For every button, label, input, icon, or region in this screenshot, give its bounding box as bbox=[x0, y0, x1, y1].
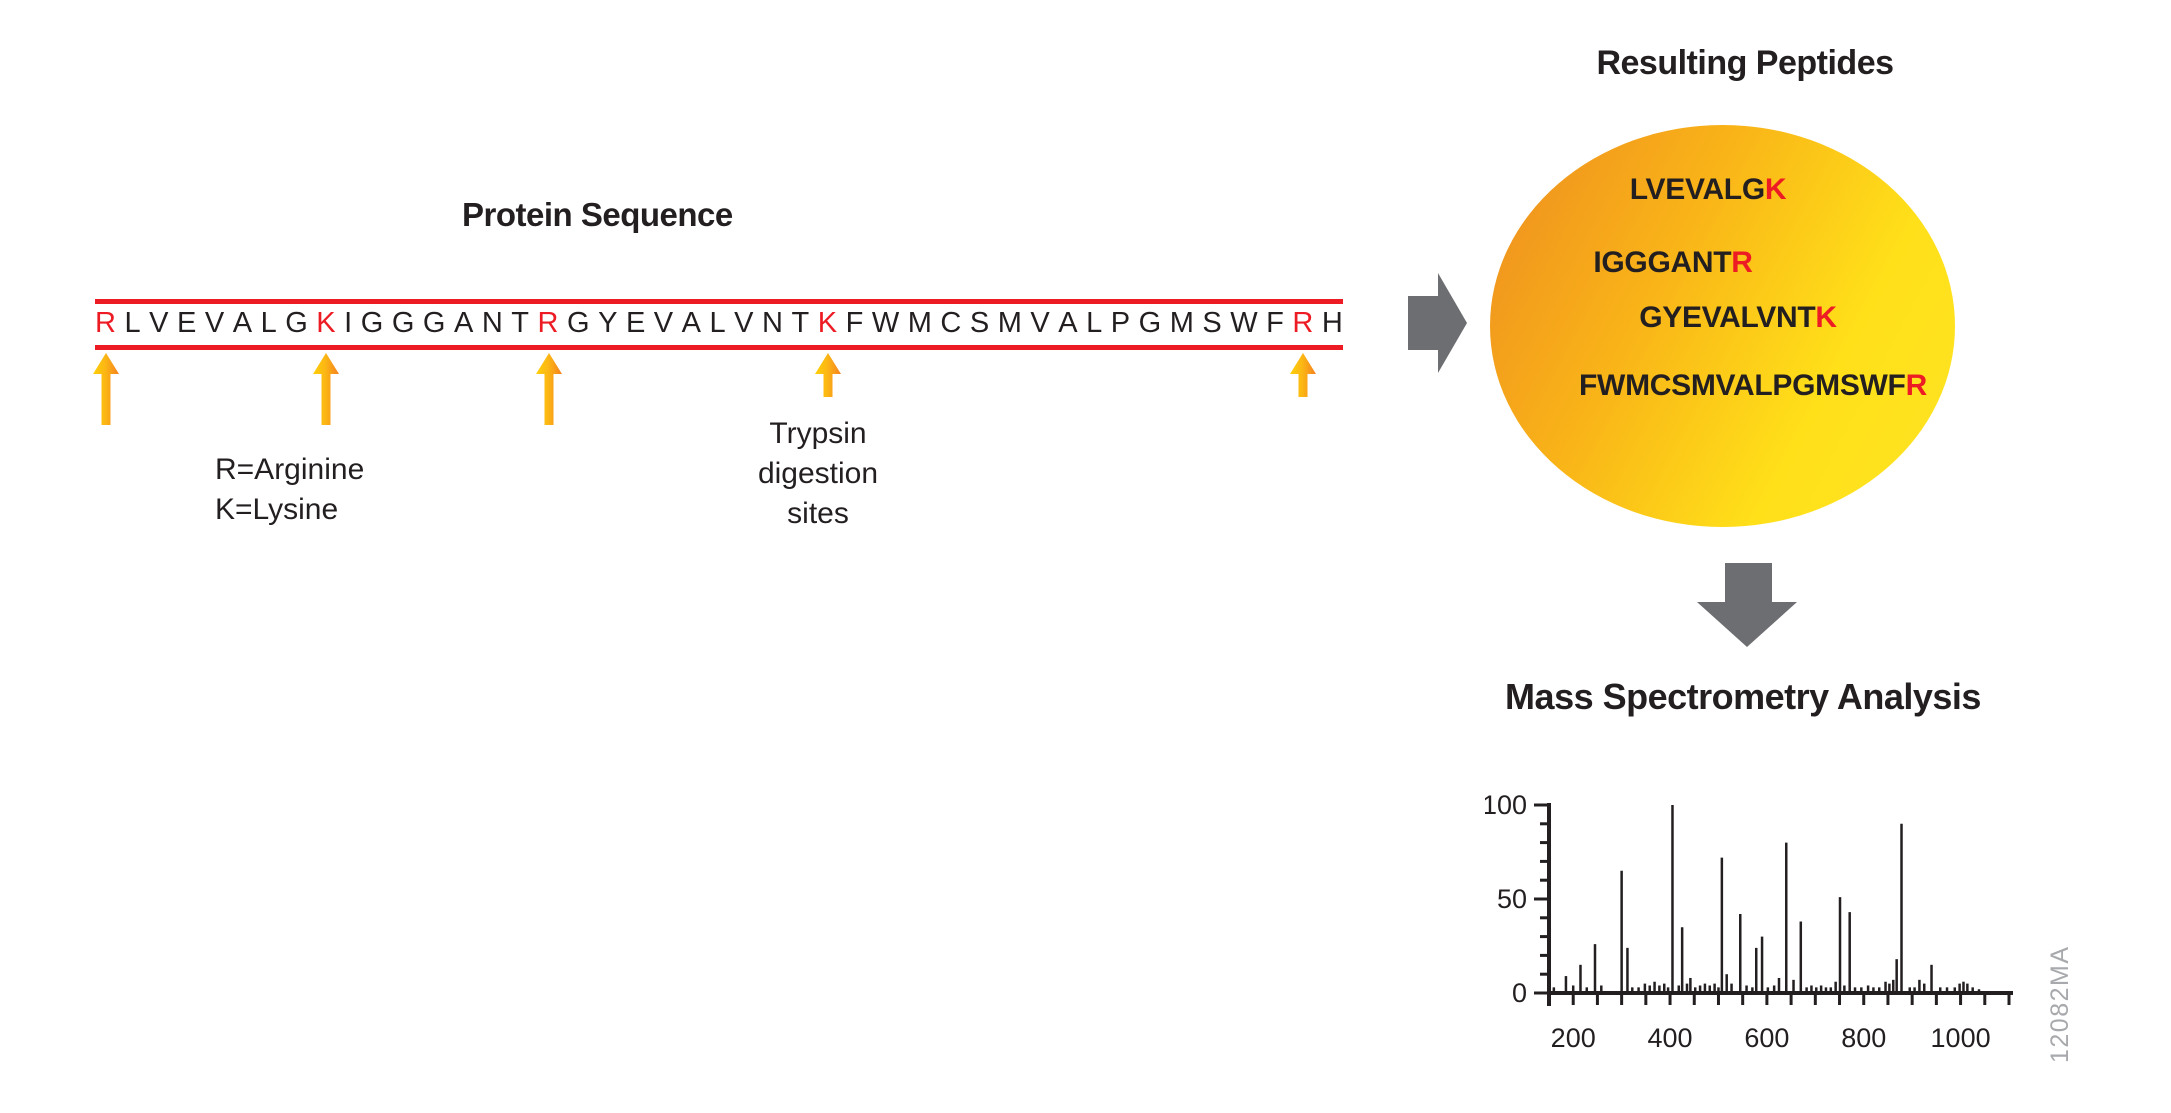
mass-spectrum-chart: 200 400 600 800 1000 0 50 100 bbox=[1485, 790, 2013, 1053]
sequence-residue: E bbox=[176, 307, 197, 339]
trypsin-site-arrow-icon bbox=[535, 353, 562, 425]
sequence-residue: Y bbox=[598, 307, 618, 339]
legend-arginine: R=Arginine bbox=[215, 453, 365, 486]
sequence-residue: L bbox=[709, 307, 726, 339]
peptides-bubble: LVEVALGK IGGGANTR GYEVALVNTK FWMCSMVALPG… bbox=[1490, 125, 1955, 527]
sequence-residue: G bbox=[391, 307, 415, 339]
sequence-residue: L bbox=[260, 307, 277, 339]
sequence-residue: A bbox=[232, 307, 253, 339]
peptide-cleavage-residue: R bbox=[1905, 369, 1928, 402]
axis-tick-label: 400 bbox=[1648, 1023, 1693, 1053]
peptide-body: FWMCSMVALPGMSWF bbox=[1579, 369, 1906, 402]
sequence-residue: N bbox=[762, 307, 783, 339]
sequence-residue: W bbox=[1230, 307, 1258, 339]
axis-tick-label: 100 bbox=[1485, 790, 1527, 820]
protein-sequence-title: Protein Sequence bbox=[462, 196, 733, 233]
sequence-residue: E bbox=[625, 307, 646, 339]
sequence-residue: H bbox=[1321, 307, 1343, 339]
sequence-residue: G bbox=[285, 307, 308, 339]
resulting-peptides-title: Resulting Peptides bbox=[1596, 44, 1894, 82]
sequence-top-rule bbox=[95, 299, 1343, 304]
residue-legend: R=Arginine K=Lysine bbox=[215, 450, 364, 530]
sequence-residue: G bbox=[567, 307, 590, 339]
sequence-residue: V bbox=[1030, 307, 1050, 339]
axis-tick-label: 0 bbox=[1512, 978, 1527, 1008]
trypsin-digestion-sites-label: Trypsin digestion sites bbox=[757, 417, 879, 530]
axis-tick-label: 200 bbox=[1551, 1023, 1596, 1053]
sequence-residue: R bbox=[537, 307, 559, 339]
sequence-residue: G bbox=[360, 307, 384, 339]
peptide-body: LVEVALG bbox=[1629, 173, 1765, 206]
sequence-residue: G bbox=[1138, 307, 1162, 339]
sequence-residue: L bbox=[124, 307, 141, 339]
peptide-body: IGGGANT bbox=[1593, 246, 1732, 279]
sequence-residue: V bbox=[653, 307, 674, 339]
sequence-residue: M bbox=[997, 307, 1022, 339]
peptide-line: IGGGANTR bbox=[1593, 246, 1753, 280]
peptide-line: LVEVALGK bbox=[1630, 173, 1787, 207]
sequence-residue: W bbox=[871, 307, 900, 339]
sequence-residue: V bbox=[734, 307, 754, 339]
sequence-residue: F bbox=[1266, 307, 1284, 339]
sequence-residue: A bbox=[681, 307, 701, 339]
peptide-cleavage-residue: K bbox=[1815, 301, 1837, 334]
sequence-residue: G bbox=[422, 307, 446, 339]
axis-tick-label: 600 bbox=[1744, 1023, 1789, 1053]
sequence-bottom-rule bbox=[95, 345, 1343, 350]
sequence-residue: M bbox=[1169, 307, 1194, 339]
peptide-cleavage-residue: K bbox=[1764, 173, 1787, 206]
sequence-residue: T bbox=[511, 307, 530, 339]
trypsin-site-arrow-icon bbox=[312, 353, 339, 425]
sequence-residue: S bbox=[969, 307, 990, 339]
legend-lysine: K=Lysine bbox=[215, 493, 339, 526]
sequence-residue: S bbox=[1202, 307, 1222, 339]
sequence-residue: M bbox=[907, 307, 932, 339]
trypsin-site-arrow-icon bbox=[814, 353, 841, 397]
peptide-cleavage-residue: R bbox=[1731, 246, 1753, 279]
axis-tick-label: 1000 bbox=[1931, 1023, 1991, 1053]
sequence-residue: I bbox=[344, 307, 353, 339]
peptide-line: GYEVALVNTK bbox=[1639, 301, 1837, 335]
right-arrow-icon bbox=[1408, 273, 1467, 373]
sequence-residue: V bbox=[149, 307, 169, 339]
trypsin-site-arrow-icon bbox=[1289, 353, 1316, 397]
down-arrow-icon bbox=[1697, 563, 1797, 647]
sequence-residue: A bbox=[453, 307, 474, 339]
sequence-residue: F bbox=[845, 307, 864, 339]
sequence-residue: V bbox=[204, 307, 225, 339]
axis-tick-label: 800 bbox=[1841, 1023, 1886, 1053]
sequence-residue: K bbox=[817, 307, 838, 339]
sequence-residue: A bbox=[1058, 307, 1078, 339]
axis-tick-label: 50 bbox=[1497, 884, 1527, 914]
sequence-residue: C bbox=[940, 307, 962, 339]
sequence-residue: R bbox=[1292, 307, 1314, 339]
sequence-residue: K bbox=[316, 307, 336, 339]
trypsin-site-arrow-icon bbox=[92, 353, 119, 425]
sequence-residue: P bbox=[1110, 307, 1131, 339]
sequence-residue: N bbox=[481, 307, 503, 339]
figure-id-watermark: 12082MA bbox=[2046, 945, 2074, 1063]
sequence-residue: T bbox=[791, 307, 810, 339]
peptide-line: FWMCSMVALPGMSWFR bbox=[1579, 369, 1927, 403]
sequence-residue: L bbox=[1086, 307, 1103, 339]
sequence-residue: R bbox=[95, 307, 116, 339]
peptide-body: GYEVALVNT bbox=[1639, 301, 1816, 334]
mass-spectrometry-title: Mass Spectrometry Analysis bbox=[1505, 676, 1981, 717]
